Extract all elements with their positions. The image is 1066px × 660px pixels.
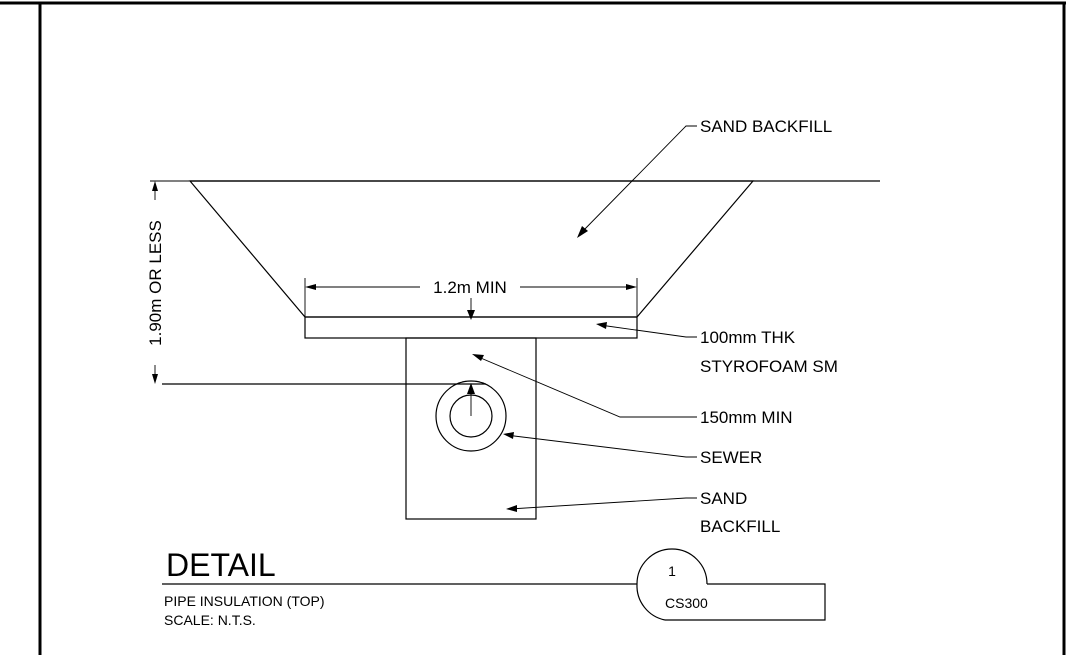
width-dimension-label: 1.2m MIN (433, 278, 507, 297)
cover-dimension-arrow (467, 383, 475, 416)
sand-backfill-bottom-label-line1: SAND (700, 489, 747, 508)
depth-dimension-label: 1.90m OR LESS (146, 220, 165, 346)
leader-sand-backfill-bottom (506, 497, 697, 512)
lower-sand-backfill-area (405, 337, 537, 520)
detail-scale: SCALE: N.T.S. (164, 612, 256, 628)
leader-150mm-min (472, 354, 697, 418)
cover-dimension-label: 150mm MIN (700, 408, 793, 427)
styrofoam-label-line1: 100mm THK (700, 328, 796, 347)
detail-title: DETAIL (166, 547, 276, 583)
detail-subtitle: PIPE INSULATION (TOP) (164, 593, 325, 609)
styrofoam-top-arrow (467, 298, 475, 320)
width-dimension (304, 278, 638, 317)
sewer-label: SEWER (700, 448, 762, 467)
depth-dimension (150, 180, 190, 384)
detail-number: 1 (668, 563, 676, 579)
leader-sand-backfill-top (577, 125, 697, 238)
leader-styrofoam (596, 322, 697, 338)
sand-backfill-bottom-label-line2: BACKFILL (700, 517, 780, 536)
leader-sewer (503, 432, 697, 458)
styrofoam-insulation-layer (304, 316, 638, 339)
detail-reference-bubble (636, 548, 826, 621)
sand-backfill-top-label: SAND BACKFILL (700, 117, 832, 136)
styrofoam-label-line2: STYROFOAM SM (700, 357, 838, 376)
sheet-reference: CS300 (665, 595, 708, 611)
